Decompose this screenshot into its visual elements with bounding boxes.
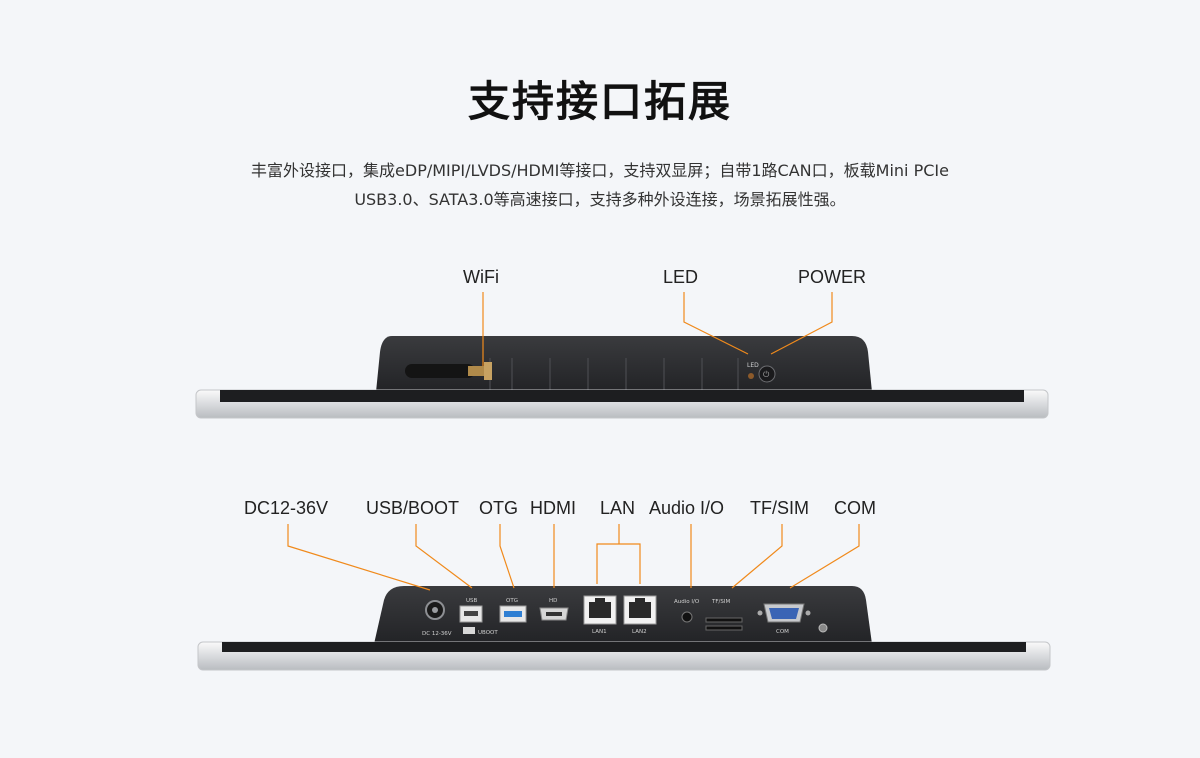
callout-dc: DC12-36V	[244, 498, 329, 518]
sim-slot-icon	[705, 625, 743, 631]
callout-otg: OTG	[479, 498, 518, 518]
panel-text-dc: DC 12-36V	[422, 631, 452, 637]
power-button-icon	[758, 365, 776, 383]
panel-text-usb: USB	[466, 598, 478, 604]
led-indicator-icon	[748, 373, 754, 379]
callout-audio: Audio I/O	[649, 498, 725, 518]
callout-tf-sim: TF/SIM	[750, 498, 809, 518]
panel-text-audio: Audio I/O	[674, 599, 700, 605]
ground-screw-icon	[818, 623, 828, 633]
panel-text-lan1: LAN1	[592, 629, 607, 635]
callout-power: POWER	[798, 267, 867, 287]
callout-usb-boot: USB/BOOT	[366, 498, 460, 518]
top-screen-edge	[220, 390, 1024, 402]
callout-led: LED	[663, 267, 699, 287]
panel-text-hd: HD	[549, 598, 557, 604]
callout-wifi: WiFi	[463, 267, 499, 287]
top-led-text: LED	[747, 362, 759, 369]
svg-text:⏻: ⏻	[763, 370, 770, 379]
top-view-device: LED ⏻	[195, 336, 1049, 419]
panel-text-com: COM	[776, 629, 789, 635]
boot-button-icon	[463, 627, 475, 634]
callout-hdmi: HDMI	[530, 498, 576, 518]
callout-lan: LAN	[600, 498, 636, 518]
tf-slot-icon	[705, 617, 743, 623]
audio-jack-icon	[681, 611, 693, 623]
bottom-view-device: DC 12-36V USB UBOOT OTG HD LAN1 LAN2 Aud…	[197, 586, 1051, 671]
panel-text-tfsim: TF/SIM	[711, 599, 730, 605]
description-line-1: 丰富外设接口，集成eDP/MIPI/LVDS/HDMI等接口，支持双显屏；自带1…	[251, 161, 949, 180]
description-line-2: USB3.0、SATA3.0等高速接口，支持多种外设连接，场景拓展性强。	[354, 190, 846, 209]
page-title: 支持接口拓展	[467, 77, 732, 126]
bottom-housing	[374, 586, 872, 644]
bottom-leader-lines	[287, 524, 860, 591]
top-leader-lines	[482, 292, 833, 366]
top-housing	[376, 336, 872, 392]
callout-com: COM	[834, 498, 876, 518]
panel-text-uboot: UBOOT	[478, 630, 498, 636]
panel-text-otg: OTG	[506, 598, 518, 604]
wifi-antenna-icon	[405, 362, 492, 380]
panel-text-lan2: LAN2	[632, 629, 647, 635]
